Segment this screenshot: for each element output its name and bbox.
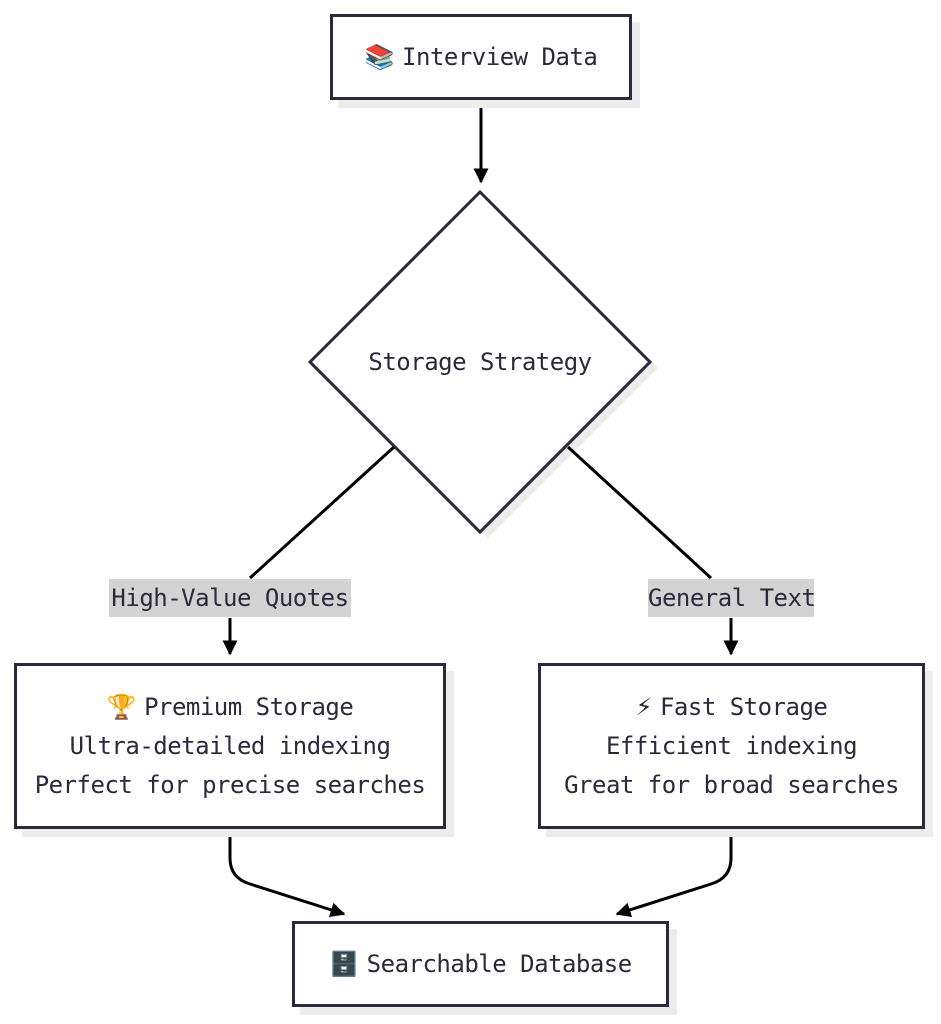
node-interview-data: 📚Interview Data [330, 14, 632, 100]
lightning-icon: ⚡ [635, 692, 653, 721]
node-fast-storage: ⚡Fast Storage Efficient indexing Great f… [538, 663, 925, 829]
edge-label-general-text: General Text [648, 579, 816, 617]
books-icon: 📚 [364, 42, 395, 71]
node-searchable-database: 🗄️Searchable Database [292, 921, 669, 1007]
node-fast-storage-line2: Efficient indexing [605, 731, 858, 760]
node-fast-storage-line3: Great for broad searches [564, 770, 899, 799]
edge-strategy-to-premium-upper [248, 445, 396, 580]
edge-strategy-to-fast-upper [566, 445, 713, 580]
node-fast-storage-title: Fast Storage [659, 692, 828, 721]
edge-fast-to-database [615, 829, 733, 918]
node-searchable-database-label: Searchable Database [366, 949, 633, 978]
node-premium-storage-line2: Ultra-detailed indexing [69, 731, 391, 760]
node-premium-storage-line3: Perfect for precise searches [34, 770, 426, 799]
file-cabinet-icon: 🗄️ [329, 949, 359, 978]
trophy-icon: 🏆 [106, 692, 137, 721]
node-premium-storage-title: Premium Storage [144, 692, 354, 721]
node-storage-strategy-label: Storage Strategy [368, 348, 592, 376]
node-premium-storage: 🏆Premium Storage Ultra-detailed indexing… [14, 663, 446, 829]
edge-premium-to-database [228, 829, 346, 918]
decision-diamond [307, 189, 653, 535]
node-interview-data-label: Interview Data [402, 42, 598, 71]
edge-label-high-value-quotes: High-Value Quotes [109, 579, 351, 617]
